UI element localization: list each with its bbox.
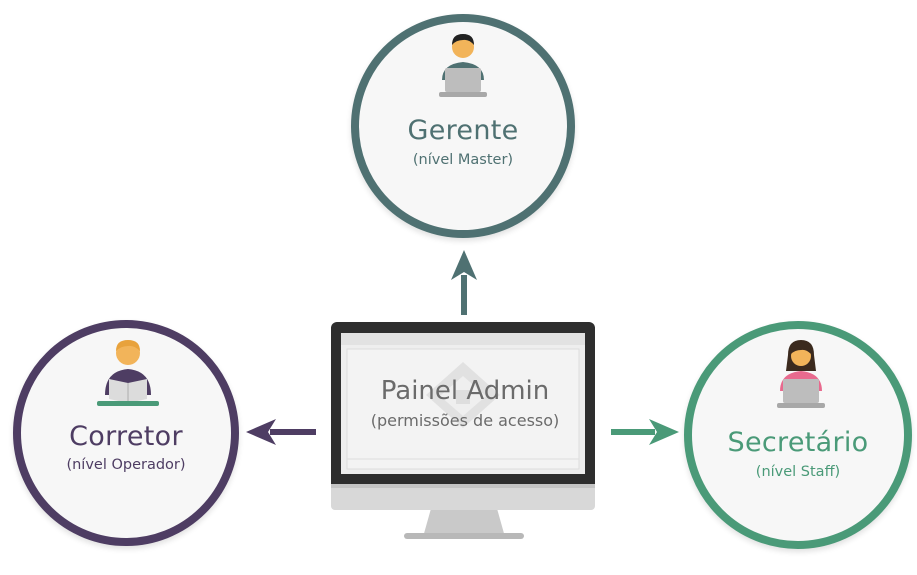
role-circle-corretor — [13, 320, 239, 546]
role-title-corretor: Corretor — [69, 421, 183, 452]
role-level-secretario: (nível Staff) — [755, 464, 841, 480]
role-level-gerente: (nível Master) — [412, 152, 514, 168]
monitor-icon — [331, 322, 595, 539]
house-logo-icon — [426, 362, 500, 428]
arrow-to-gerente — [451, 250, 477, 315]
role-title-gerente: Gerente — [407, 115, 519, 146]
user-reading-icon — [97, 340, 159, 406]
center-title: Painel Admin — [380, 376, 550, 406]
role-level-corretor: (nível Operador) — [66, 457, 186, 473]
center-subtitle: (permissões de acesso) — [370, 411, 560, 430]
user-laptop-female-icon — [777, 340, 825, 408]
role-title-secretario: Secretário — [727, 427, 869, 458]
arrow-to-corretor — [246, 419, 316, 445]
user-laptop-icon — [439, 34, 487, 97]
arrow-to-secretario — [611, 419, 679, 445]
